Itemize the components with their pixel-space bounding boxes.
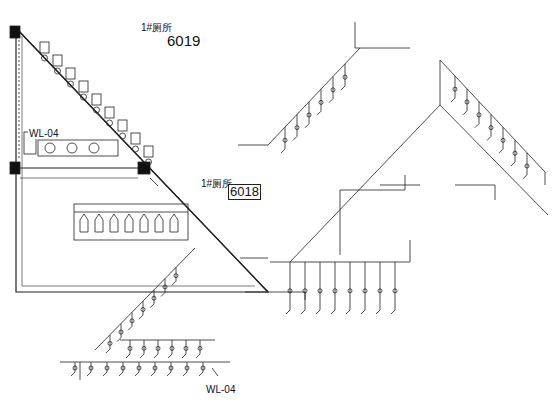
- stall-fixture: [110, 214, 118, 232]
- trap-symbol: [477, 113, 481, 117]
- basin-symbol: [45, 143, 55, 153]
- trap-symbol: [288, 289, 292, 293]
- branch-drop: [331, 262, 335, 314]
- drawing-label: WL-04: [205, 384, 236, 395]
- bowl-symbol: [133, 146, 139, 152]
- trap-symbol: [201, 366, 205, 370]
- trap-symbol: [283, 138, 287, 142]
- trap-symbol: [331, 88, 335, 92]
- drawing-label: 1#厕所: [140, 22, 173, 33]
- toilet-symbol: [105, 107, 114, 118]
- toilet-symbol: [131, 133, 140, 144]
- basin-symbol: [89, 143, 99, 153]
- floor-plan: [10, 26, 268, 292]
- stall-fixture: [170, 214, 178, 232]
- branch-drops: [71, 64, 529, 376]
- bowl-symbol: [55, 68, 61, 74]
- trap-symbol: [137, 366, 141, 370]
- stall-fixture: [155, 214, 163, 232]
- toilet-symbol: [53, 55, 62, 66]
- trap-symbol: [303, 289, 307, 293]
- bowl-symbol: [81, 94, 87, 100]
- toilet-symbol: [66, 68, 75, 79]
- trap-symbol: [73, 366, 77, 370]
- toilet-symbol: [92, 94, 101, 105]
- fixture-symbols: [40, 42, 178, 232]
- basin-symbol: [67, 143, 77, 153]
- trap-symbol: [333, 289, 337, 293]
- toilet-symbol: [79, 81, 88, 92]
- trap-symbol: [501, 138, 505, 142]
- bowl-symbol: [68, 81, 74, 87]
- trap-symbol: [108, 341, 112, 345]
- toilet-symbol: [144, 146, 153, 157]
- bowl-symbol: [107, 120, 113, 126]
- trap-symbol: [319, 100, 323, 104]
- branch-drop: [286, 262, 290, 314]
- room-number: 6018: [228, 184, 261, 200]
- branch-drop: [316, 262, 320, 314]
- trap-symbol: [198, 346, 202, 350]
- toilet-symbol: [40, 42, 49, 53]
- bowl-symbol: [94, 107, 100, 113]
- room-number: 6019: [166, 33, 201, 50]
- bowl-symbol: [42, 55, 48, 61]
- branch-drop: [376, 262, 380, 314]
- stall-fixture: [80, 214, 88, 232]
- trap-symbol: [142, 346, 146, 350]
- trap-symbol: [295, 126, 299, 130]
- pipe-isometric: [238, 22, 548, 300]
- bowl-symbol: [120, 133, 126, 139]
- trap-symbol: [184, 346, 188, 350]
- trap-symbol: [378, 289, 382, 293]
- branch-drop: [346, 262, 350, 314]
- trap-symbol: [318, 289, 322, 293]
- trap-symbol: [174, 274, 178, 278]
- stall-fixture: [95, 214, 103, 232]
- stall-fixture: [125, 214, 133, 232]
- toilet-symbol: [118, 120, 127, 131]
- trap-symbol: [153, 366, 157, 370]
- trap-symbol: [513, 151, 517, 155]
- trap-symbol: [121, 366, 125, 370]
- trap-symbol: [525, 164, 529, 168]
- branch-drop: [391, 262, 395, 314]
- trap-symbol: [169, 366, 173, 370]
- trap-symbol: [185, 366, 189, 370]
- pipe-isometric-small: [60, 248, 230, 380]
- drawing-label: WL-04: [28, 128, 59, 139]
- branch-drop: [361, 262, 365, 314]
- trap-symbol: [343, 75, 347, 79]
- stall-fixture: [140, 214, 148, 232]
- trap-symbol: [119, 330, 123, 334]
- trap-symbol: [152, 296, 156, 300]
- trap-symbol: [89, 366, 93, 370]
- trap-symbol: [130, 319, 134, 323]
- trap-symbol: [393, 289, 397, 293]
- trap-symbol: [105, 366, 109, 370]
- branch-drop: [301, 262, 305, 314]
- trap-symbol: [128, 346, 132, 350]
- trap-symbol: [465, 100, 469, 104]
- trap-symbol: [453, 87, 457, 91]
- trap-symbol: [163, 285, 167, 289]
- trap-symbol: [156, 346, 160, 350]
- trap-symbol: [348, 289, 352, 293]
- trap-symbol: [307, 113, 311, 117]
- bowl-symbol: [146, 159, 152, 165]
- trap-symbol: [170, 346, 174, 350]
- trap-symbol: [363, 289, 367, 293]
- trap-symbol: [141, 308, 145, 312]
- trap-symbol: [489, 126, 493, 130]
